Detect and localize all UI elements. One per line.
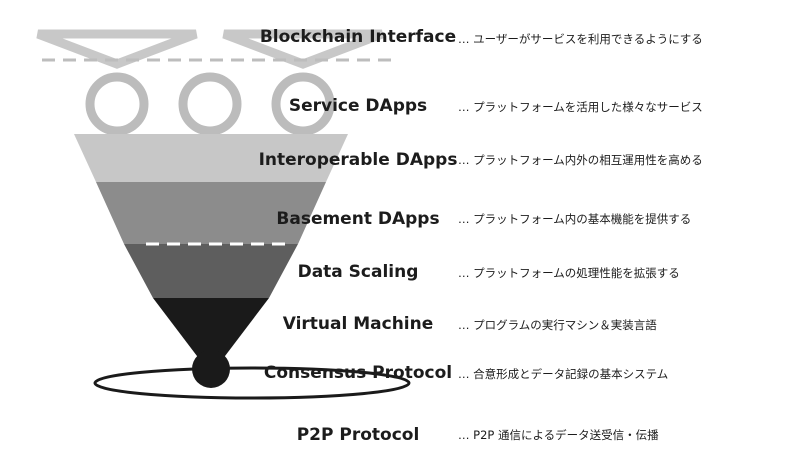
desc-basement-dapps: … プラットフォーム内の基本機能を提供する xyxy=(458,212,692,226)
interface-triangles xyxy=(36,29,384,69)
band-virtual-machine xyxy=(153,298,269,360)
consensus-orbit xyxy=(93,366,411,400)
band-basement xyxy=(96,182,326,244)
ring-2 xyxy=(178,72,242,136)
label-consensus-protocol: Consensus Protocol xyxy=(263,363,453,383)
desc-data-scaling: … プラットフォームの処理性能を拡張する xyxy=(458,266,680,280)
label-blockchain-interface: Blockchain Interface xyxy=(259,27,457,47)
interface-triangle-right xyxy=(222,29,384,69)
ring-1 xyxy=(85,72,149,136)
service-rings xyxy=(85,72,335,136)
band-data-scaling xyxy=(124,244,298,298)
desc-service-dapps: … プラットフォームを活用した様々なサービス xyxy=(458,100,703,114)
consensus-sphere xyxy=(192,350,230,388)
label-basement-dapps: Basement DApps xyxy=(276,209,440,229)
interface-triangle-left xyxy=(36,29,198,69)
desc-consensus-protocol: … 合意形成とデータ記録の基本システム xyxy=(458,367,669,381)
label-service-dapps: Service DApps xyxy=(288,96,428,116)
desc-interoperable-dapps: … プラットフォーム内外の相互運用性を高める xyxy=(458,153,703,167)
desc-virtual-machine: … プログラムの実行マシン＆実装言語 xyxy=(458,318,657,332)
desc-blockchain-interface: … ユーザーがサービスを利用できるようにする xyxy=(458,32,703,46)
label-interoperable-dapps: Interoperable DApps xyxy=(258,150,458,170)
label-virtual-machine: Virtual Machine xyxy=(282,314,434,334)
desc-p2p-protocol: … P2P 通信によるデータ送受信・伝播 xyxy=(458,428,659,442)
band-interoperable xyxy=(74,134,348,182)
label-data-scaling: Data Scaling xyxy=(297,262,419,282)
ring-3 xyxy=(271,72,335,136)
label-p2p-protocol: P2P Protocol xyxy=(296,425,420,445)
